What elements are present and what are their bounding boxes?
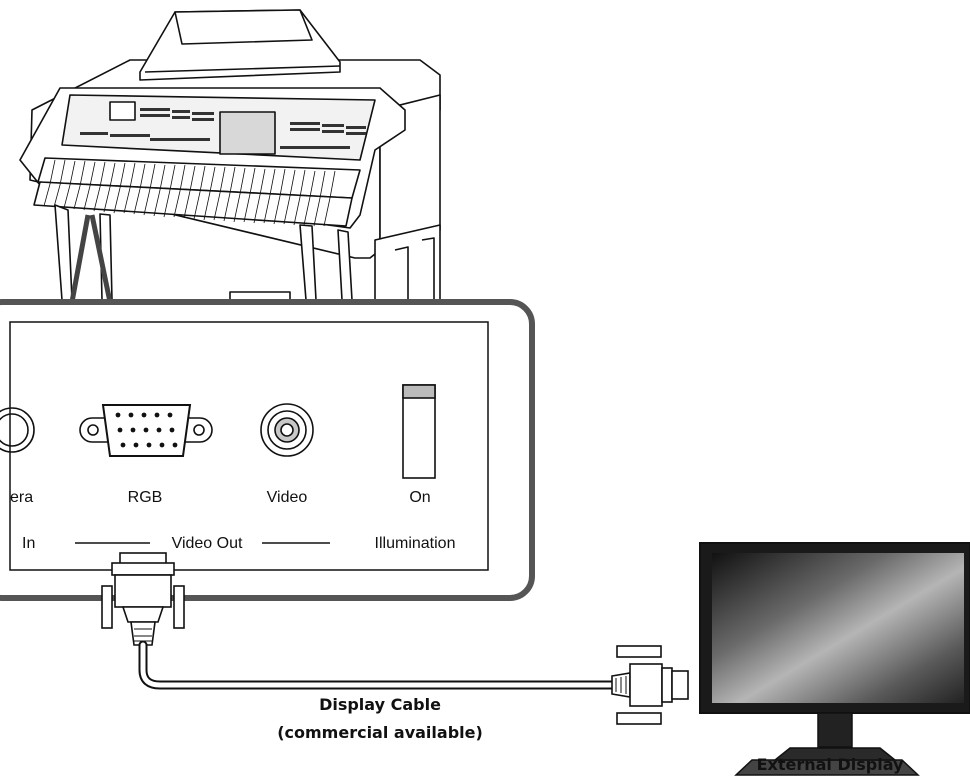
external-display-label: External Display	[756, 755, 904, 774]
organ-illustration	[19, 9, 441, 301]
cable-title: Display Cable	[319, 695, 441, 714]
video-rca-jack	[260, 403, 314, 457]
video-out-label: Video Out	[172, 535, 243, 552]
camera-label: era	[10, 489, 33, 506]
cable-plug-right	[611, 645, 689, 725]
rgb-connector	[79, 404, 213, 457]
video-label: Video	[267, 489, 308, 506]
camera-in-label: In	[22, 535, 35, 552]
display-cable	[101, 552, 689, 725]
external-display	[699, 542, 970, 776]
on-label: On	[409, 489, 430, 506]
illumination-label: Illumination	[375, 535, 456, 552]
cable-subtitle: (commercial available)	[277, 723, 483, 742]
camera-in-jack	[0, 407, 35, 453]
cable-plug-left	[101, 552, 185, 646]
rear-panel-callout: era RGB Video On In Video Out Illuminati…	[0, 299, 535, 601]
callout-wedge	[69, 214, 113, 303]
rgb-label: RGB	[128, 489, 163, 506]
illumination-switch	[402, 384, 436, 479]
